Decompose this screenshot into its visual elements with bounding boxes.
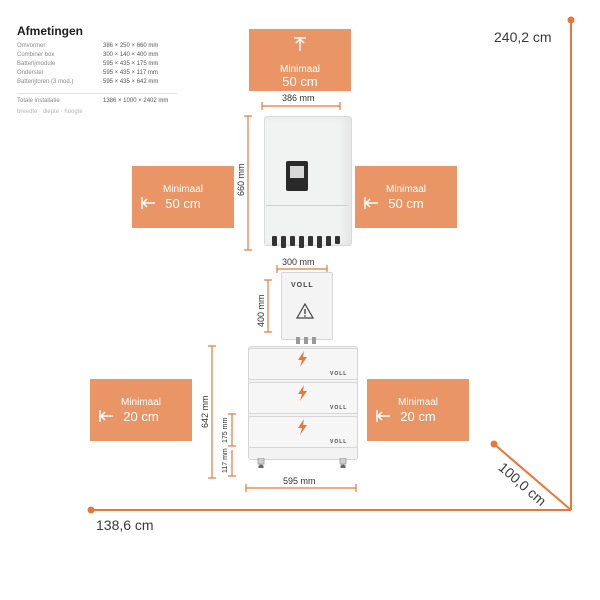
warning-icon bbox=[296, 303, 314, 319]
spec-value: 386 × 250 × 660 mm bbox=[103, 43, 159, 49]
clearance-battery-right: Minimaal 20 cm bbox=[367, 379, 469, 441]
combiner-height-label: 400 mm bbox=[256, 294, 266, 327]
clearance-top: Minimaal 50 cm bbox=[249, 29, 351, 91]
lightning-icon bbox=[298, 351, 307, 435]
clearance-battery-left: Minimaal 20 cm bbox=[90, 379, 192, 441]
clearance-caption: Minimaal bbox=[162, 184, 203, 195]
spec-divider bbox=[17, 93, 177, 94]
spec-label: Onderstel bbox=[17, 70, 44, 76]
inverter-height-label: 660 mm bbox=[236, 163, 246, 196]
inverter-width-label: 386 mm bbox=[282, 93, 315, 103]
battery-brand: VOLL bbox=[330, 405, 348, 411]
arrow-left-icon bbox=[99, 410, 113, 422]
spec-row-inverter: Omvormer 386 × 250 × 660 mm bbox=[17, 43, 197, 51]
module-height-label: 175 mm bbox=[222, 417, 229, 443]
arrow-up-icon bbox=[294, 37, 306, 51]
spec-row-battery-module: Batterijmodule 595 × 435 × 175 mm bbox=[17, 61, 197, 69]
battery-height-label: 642 mm bbox=[200, 395, 210, 428]
spec-title: Afmetingen bbox=[17, 24, 83, 38]
clearance-inverter-right: Minimaal 50 cm bbox=[355, 166, 457, 228]
spec-value: 595 × 435 × 642 mm bbox=[103, 79, 159, 85]
clearance-caption: Minimaal bbox=[279, 64, 320, 75]
base-height-label: 117 mm bbox=[222, 448, 229, 473]
overall-width-label: 138,6 cm bbox=[96, 517, 154, 533]
clearance-value: 50 cm bbox=[282, 74, 318, 89]
clearance-caption: Minimaal bbox=[385, 184, 426, 195]
combiner-box bbox=[281, 272, 333, 340]
spec-label: Batterijtoren (3 mod.) bbox=[17, 79, 74, 85]
battery-brand: VOLL bbox=[330, 439, 348, 445]
spec-label: Combiner box bbox=[17, 52, 55, 58]
combiner-width-label: 300 mm bbox=[282, 257, 315, 267]
combiner-glands-icon bbox=[296, 337, 316, 344]
arrow-left-icon bbox=[376, 410, 390, 422]
battery-width-label: 595 mm bbox=[283, 476, 316, 486]
arrow-left-icon bbox=[141, 197, 155, 209]
spec-label: Omvormer bbox=[17, 43, 46, 49]
spec-value: 300 × 140 × 400 mm bbox=[103, 52, 159, 58]
spec-value: 595 × 435 × 175 mm bbox=[103, 61, 159, 67]
clearance-value: 50 cm bbox=[388, 196, 424, 211]
spec-row-base: Onderstel 595 × 435 × 117 mm bbox=[17, 70, 197, 78]
spec-value: 595 × 435 × 117 mm bbox=[103, 70, 158, 76]
combiner-brand: VOLL bbox=[291, 282, 314, 289]
clearance-inverter-left: Minimaal 50 cm bbox=[132, 166, 234, 228]
clearance-caption: Minimaal bbox=[397, 397, 438, 408]
overall-height-label: 240,2 cm bbox=[494, 29, 552, 45]
spec-label: Batterijmodule bbox=[17, 61, 56, 67]
spec-value: 1386 × 1000 × 2402 mm bbox=[103, 98, 169, 104]
clearance-value: 20 cm bbox=[123, 409, 159, 424]
inverter-connectors-icon bbox=[272, 236, 340, 248]
spec-note: breedte · diepte · hoogte bbox=[17, 109, 83, 115]
clearance-value: 20 cm bbox=[400, 409, 436, 424]
battery-wheels-icon bbox=[257, 458, 347, 468]
spec-label: Totale installatie bbox=[17, 98, 60, 104]
spec-row-total: Totale installatie 1386 × 1000 × 2402 mm bbox=[17, 98, 197, 106]
clearance-value: 50 cm bbox=[165, 196, 201, 211]
inverter-seam bbox=[266, 205, 348, 206]
battery-brand: VOLL bbox=[330, 371, 348, 377]
inverter bbox=[264, 116, 352, 246]
clearance-caption: Minimaal bbox=[120, 397, 161, 408]
arrow-left-icon bbox=[364, 197, 378, 209]
spec-row-battery-tower: Batterijtoren (3 mod.) 595 × 435 × 642 m… bbox=[17, 79, 197, 87]
inverter-screen bbox=[290, 166, 304, 178]
spec-row-combiner: Combiner box 300 × 140 × 400 mm bbox=[17, 52, 197, 60]
